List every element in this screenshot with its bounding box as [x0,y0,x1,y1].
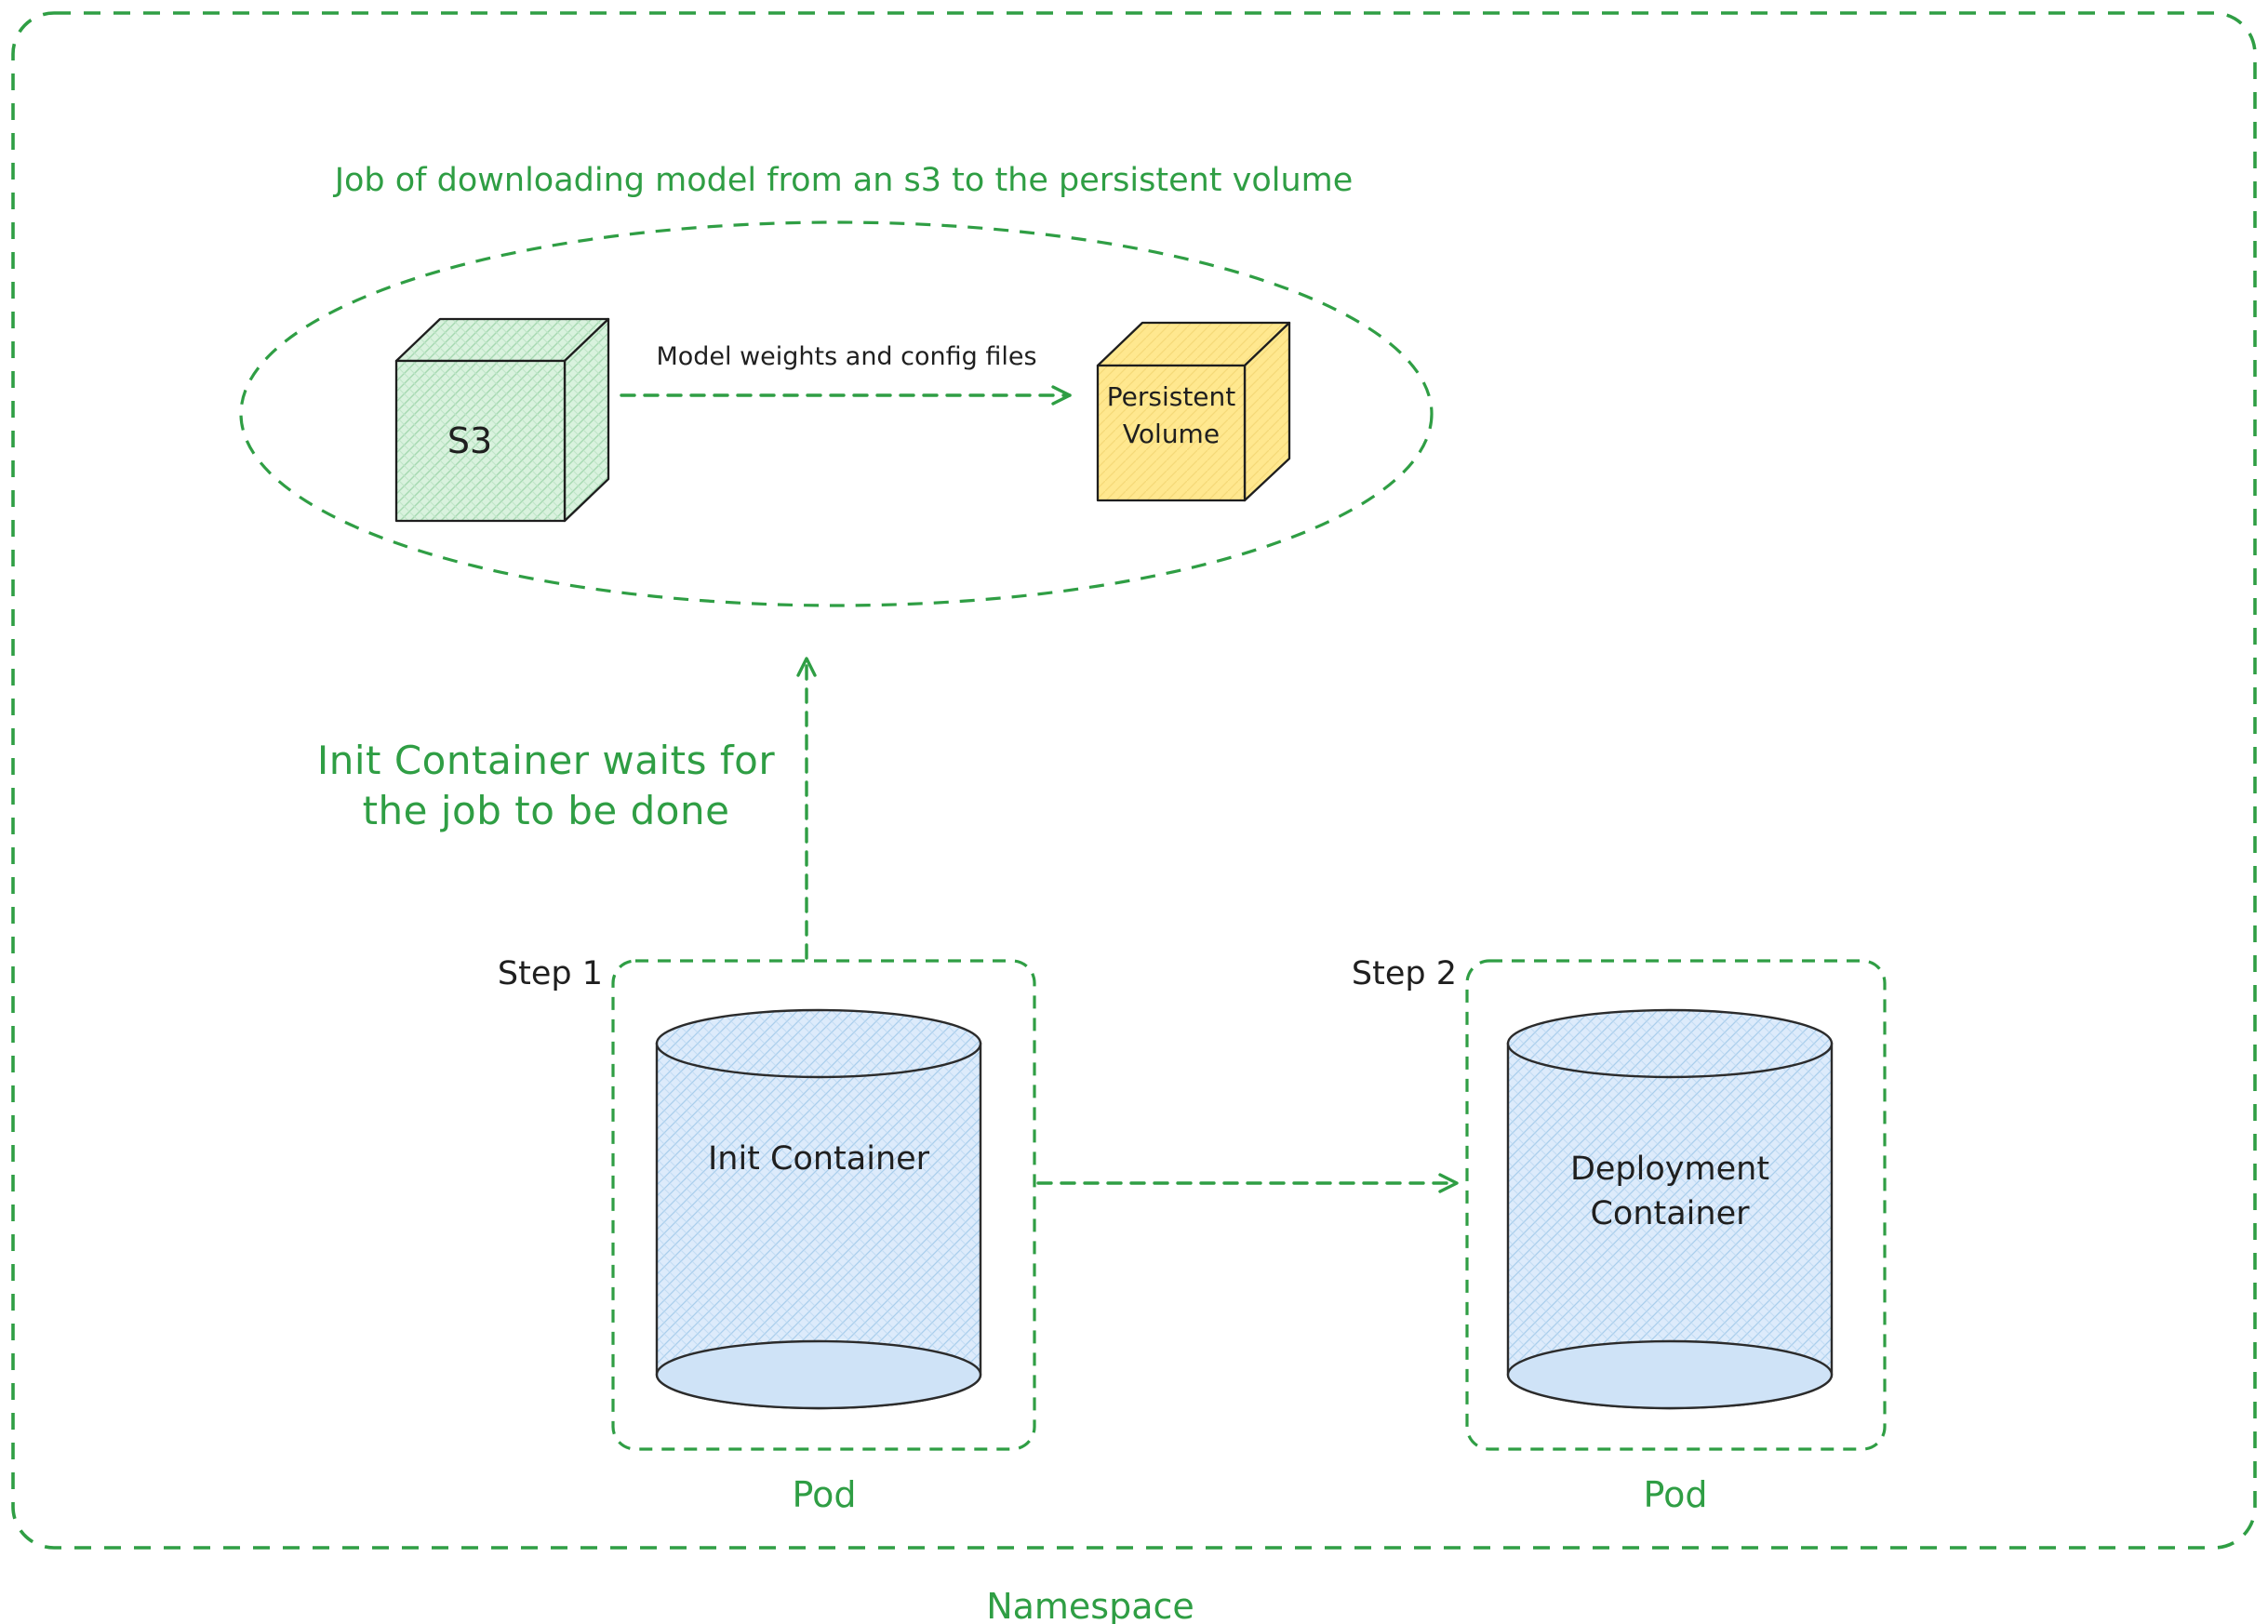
pod-label-right: Pod [1644,1474,1708,1515]
namespace-label: Namespace [986,1586,1194,1624]
s3-label: S3 [447,420,492,461]
s3-cube-front-face [394,359,567,523]
wait-note-line2: the job to be done [363,788,730,833]
init-cylinder-top [655,1008,982,1079]
init-container-cylinder: Init Container [655,1008,982,1410]
deployment-container-cylinder: Deployment Container [1506,1008,1834,1410]
job-title: Job of downloading model from an s3 to t… [333,162,1354,199]
pv-label-line2: Volume [1123,419,1220,449]
init-cylinder-bottom [655,1339,982,1410]
job-boundary-ellipse [239,220,1434,607]
model-weights-arrow-label: Model weights and config files [656,342,1036,371]
pod-box-step2 [1465,959,1887,1451]
init-container-label: Init Container [708,1140,930,1178]
wait-note-line1: Init Container waits for [317,738,776,783]
pod-box-step1 [611,959,1036,1451]
step2-label: Step 2 [1352,955,1457,992]
persistent-volume-cube: Persistent Volume [1096,321,1291,502]
namespace-boundary [11,11,2257,1550]
deploy-cylinder-top [1506,1008,1834,1079]
pod-label-left: Pod [793,1474,857,1515]
s3-cube: S3 [394,317,610,523]
step1-label: Step 1 [498,955,603,992]
pv-cube-front-face [1096,364,1247,502]
deploy-cylinder-bottom [1506,1339,1834,1410]
deployment-label-line2: Container [1590,1195,1750,1232]
deployment-label-line1: Deployment [1570,1151,1769,1188]
pv-label-line1: Persistent [1107,381,1236,412]
